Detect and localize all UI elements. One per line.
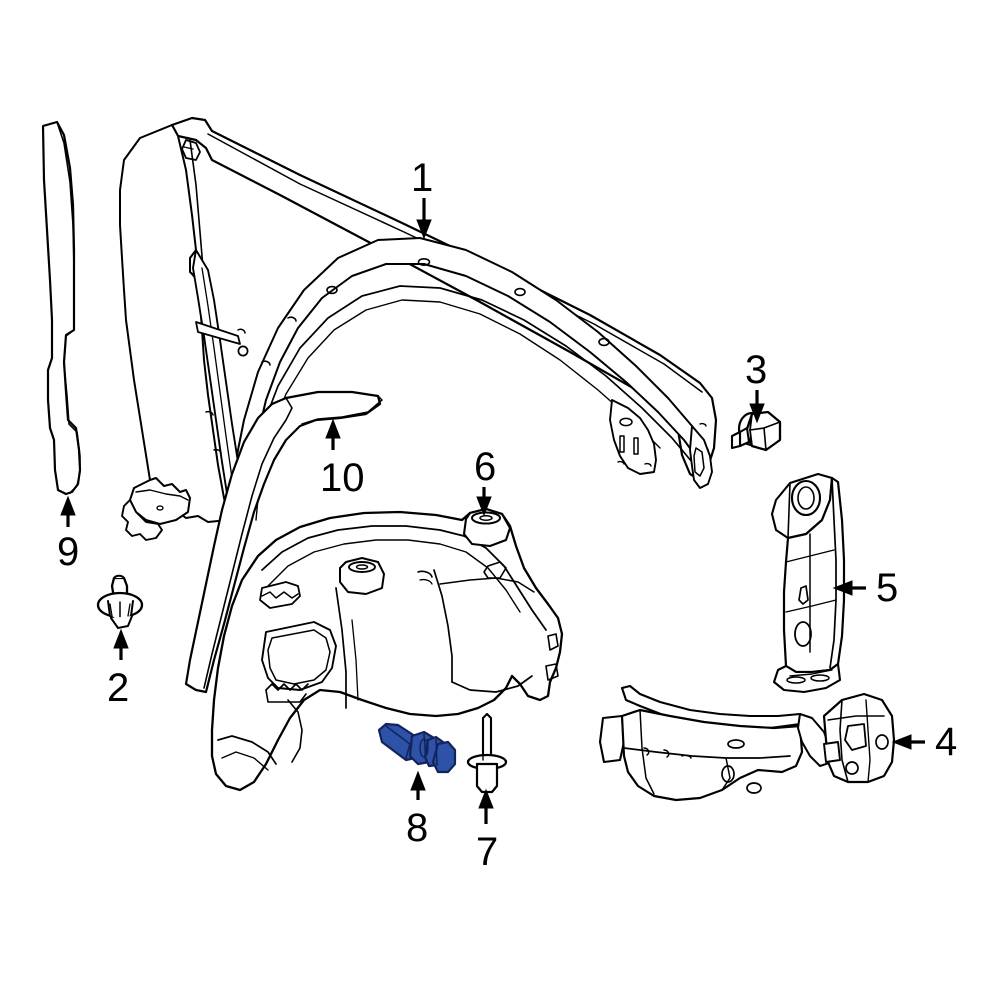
callout-label-4[interactable]: 4 xyxy=(935,720,958,764)
callout-arrow-7 xyxy=(478,788,494,824)
callout-label-6[interactable]: 6 xyxy=(474,445,497,489)
callout-label-1[interactable]: 1 xyxy=(411,156,434,200)
callout-label-3[interactable]: 3 xyxy=(745,348,768,392)
callout-label-7[interactable]: 7 xyxy=(476,830,499,874)
callout-label-8[interactable]: 8 xyxy=(406,806,429,850)
callout-arrow-1 xyxy=(416,198,432,240)
part-2-retainer-clip[interactable] xyxy=(96,574,144,629)
part-10-wheel-arch-molding[interactable] xyxy=(184,390,383,694)
callout-label-9[interactable]: 9 xyxy=(57,530,80,574)
part-9-side-molding[interactable] xyxy=(41,120,82,496)
callout-label-10[interactable]: 10 xyxy=(320,456,365,500)
callout-label-2[interactable]: 2 xyxy=(107,666,130,710)
callout-arrow-3 xyxy=(749,390,765,424)
part-3-hex-bolt[interactable] xyxy=(730,410,782,452)
callout-arrow-4 xyxy=(891,734,925,750)
callout-arrow-10 xyxy=(325,418,341,450)
callout-arrow-2 xyxy=(113,628,129,660)
part-5-fender-bracket[interactable] xyxy=(770,472,846,694)
callout-arrow-9 xyxy=(60,495,76,527)
part-6-fender-liner[interactable] xyxy=(210,507,564,792)
callout-arrows xyxy=(60,198,925,824)
part-7-rivet[interactable] xyxy=(466,712,508,794)
callout-arrow-8 xyxy=(410,770,426,800)
callout-label-5[interactable]: 5 xyxy=(876,566,899,610)
part-4-lower-rail[interactable] xyxy=(598,684,896,802)
callout-arrow-5 xyxy=(832,580,866,596)
part-8-push-pin-screw[interactable] xyxy=(377,722,457,774)
callout-arrow-6 xyxy=(476,487,492,517)
